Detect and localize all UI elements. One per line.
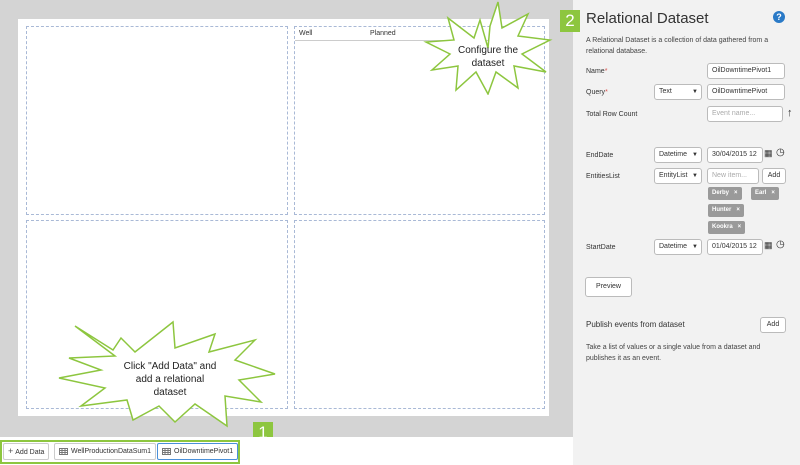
caret-down-icon: ▼ <box>692 152 698 158</box>
query-type-value: Text <box>659 88 672 95</box>
tag-label: Hunter <box>712 207 732 213</box>
entitieslist-type-select[interactable]: EntityList ▼ <box>654 168 702 184</box>
callout-text-add-data: Click "Add Data" and add a relational da… <box>95 360 245 399</box>
callout-line: dataset <box>471 58 505 69</box>
entity-tag-earl: Earl × <box>751 187 779 200</box>
publish-events-heading: Publish events from dataset <box>586 320 685 329</box>
startdate-input[interactable]: 01/04/2015 12 <box>707 239 763 255</box>
required-marker: * <box>605 89 608 96</box>
add-data-button[interactable]: +Add Data <box>3 443 50 460</box>
remove-icon[interactable]: × <box>734 190 738 196</box>
publish-description: Take a list of values or a single value … <box>586 344 761 362</box>
panel-title: Relational Dataset <box>586 10 709 27</box>
startdate-type-select[interactable]: Datetime ▼ <box>654 239 702 255</box>
total-row-count-input[interactable]: Event name... <box>707 106 783 122</box>
enddate-type-value: Datetime <box>659 151 688 158</box>
startdate-type-value: Datetime <box>659 243 688 250</box>
tag-label: Earl <box>755 190 767 196</box>
panel-description: A Relational Dataset is a collection of … <box>586 37 769 55</box>
calendar-icon[interactable]: ▦ <box>764 148 773 158</box>
tab-label: OilDowntimePivot1 <box>174 448 234 455</box>
plus-icon: + <box>8 446 14 456</box>
calendar-icon[interactable]: ▦ <box>764 240 773 250</box>
help-icon[interactable]: ? <box>773 11 785 23</box>
entity-tag-kookra: Kookra × <box>708 221 746 234</box>
startdate-label: StartDate <box>586 244 616 251</box>
tab-oildowntimepivot1[interactable]: OilDowntimePivot1 <box>157 443 239 460</box>
query-label: Query* <box>586 89 608 96</box>
remove-icon[interactable]: × <box>771 190 775 196</box>
layout-cell-bottom-right[interactable] <box>294 220 545 409</box>
callout-line: Configure the <box>457 45 519 56</box>
column-header-well[interactable]: Well <box>299 30 313 37</box>
name-input[interactable]: OilDowntimePivot1 <box>707 63 785 79</box>
layout-cell-top-right[interactable]: Well Planned <box>294 26 545 215</box>
name-label: Name* <box>586 68 607 75</box>
callout-line: add a relational <box>135 374 205 385</box>
remove-icon[interactable]: × <box>736 207 740 213</box>
entity-tag-derby: Derby × <box>708 187 742 200</box>
table-icon <box>59 447 68 455</box>
total-row-count-label: Total Row Count <box>586 111 638 118</box>
caret-down-icon: ▼ <box>692 244 698 250</box>
upload-arrow-icon[interactable]: ↑ <box>787 107 793 119</box>
publish-add-button[interactable]: Add <box>760 317 786 333</box>
starburst-callout-configure <box>423 1 553 95</box>
query-type-select[interactable]: Text ▼ <box>654 84 702 100</box>
query-input[interactable]: OilDowntimePivot <box>707 84 785 100</box>
clock-icon[interactable]: ◷ <box>776 147 785 158</box>
tab-wellproductiondatasum1[interactable]: WellProductionDataSum1 <box>54 443 157 460</box>
entitieslist-label: EntitiesList <box>586 173 620 180</box>
caret-down-icon: ▼ <box>692 173 698 179</box>
entity-tag-hunter: Hunter × <box>708 204 744 217</box>
tab-label: WellProductionDataSum1 <box>71 448 152 455</box>
entitieslist-type-value: EntityList <box>659 172 688 179</box>
column-header-planned[interactable]: Planned <box>370 30 396 37</box>
remove-icon[interactable]: × <box>737 224 742 230</box>
new-entity-input[interactable]: New item... <box>707 168 759 184</box>
tabs-highlight <box>0 440 240 464</box>
name-label-text: Name <box>586 68 605 75</box>
callout-line: Click "Add Data" and <box>123 361 217 372</box>
add-entity-button[interactable]: Add <box>762 168 786 184</box>
required-marker: * <box>604 68 608 75</box>
starburst-callout-add-data <box>58 320 276 428</box>
callout-text-configure: Configure the dataset <box>448 44 528 70</box>
tag-label: Derby <box>712 190 730 196</box>
callout-line: dataset <box>153 387 187 398</box>
enddate-type-select[interactable]: Datetime ▼ <box>654 147 702 163</box>
enddate-input[interactable]: 30/04/2015 12 <box>707 147 763 163</box>
tag-label: Kookra <box>712 224 733 230</box>
query-label-text: Query <box>586 89 606 96</box>
layout-cell-top-left[interactable] <box>26 26 288 215</box>
table-header: Well Planned <box>295 27 544 41</box>
clock-icon[interactable]: ◷ <box>776 239 785 250</box>
enddate-label: EndDate <box>586 152 614 159</box>
add-data-label: Add Data <box>15 449 45 456</box>
caret-down-icon: ▼ <box>692 89 698 95</box>
layout-cell-bottom-left[interactable] <box>26 220 288 409</box>
table-icon <box>162 447 171 455</box>
step-badge-2: 2 <box>560 10 580 32</box>
preview-button[interactable]: Preview <box>585 277 632 297</box>
